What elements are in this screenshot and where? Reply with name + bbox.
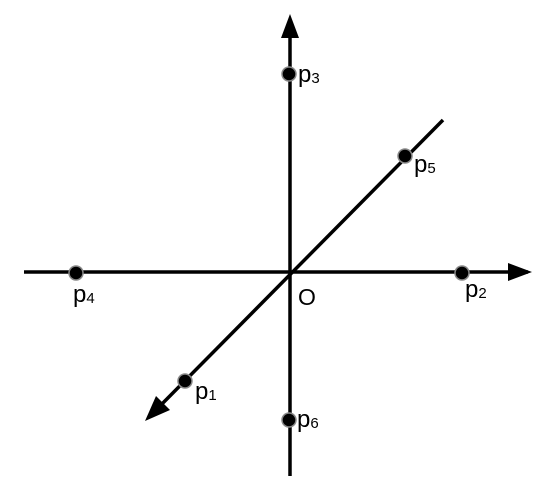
origin-label: O [298,284,316,310]
label-p4: p4 [73,281,95,308]
label-p2: p2 [465,276,487,303]
horizontal-axis-arrowhead [508,263,532,281]
diagonal-axis [154,118,445,412]
point-p5 [397,148,413,164]
label-p1: p1 [195,378,217,405]
point-p2 [454,265,470,281]
diagonal-axis-arrowhead [145,396,170,421]
point-p1 [177,373,193,389]
point-p6 [281,412,297,428]
point-p4 [68,265,84,281]
label-p6: p6 [297,406,319,433]
point-p3 [281,66,297,82]
label-p5: p5 [414,151,436,178]
vertical-axis-arrowhead [281,14,299,38]
label-p3: p3 [298,61,320,88]
